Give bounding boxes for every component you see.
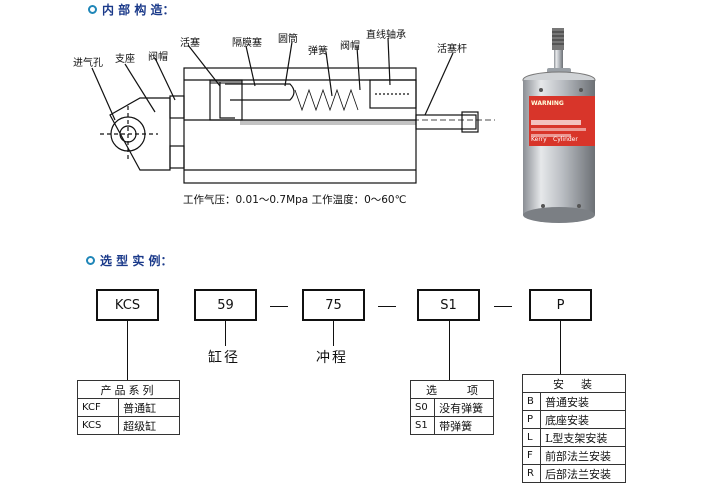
label-valve-cap-2: 阀帽 (340, 41, 360, 52)
section-title-structure: 内 部 构 造： (102, 3, 175, 17)
product-label-brand: Kerry (531, 136, 547, 143)
label-spring: 弹簧 (308, 46, 328, 57)
table-row: KCS 超级缸 (76, 416, 180, 435)
label-valve-cap: 阀帽 (148, 52, 168, 63)
code-box-option: S1 (417, 289, 480, 321)
code-box-model: KCS (96, 289, 159, 321)
table-row: S0 没有弹簧 (409, 398, 494, 417)
product-label-type: Cylinder (553, 136, 578, 143)
label-piston: 活塞 (180, 38, 200, 49)
series-table-header: 产品系列 (77, 380, 180, 399)
connector-line (127, 321, 128, 381)
section-title-selection: 选 型 实 例： (100, 254, 173, 268)
option-table: 选项 S0 没有弹簧 S1 带弹簧 (409, 380, 494, 435)
connector-line (225, 321, 226, 346)
spec-text: 工作气压：0.01～0.7Mpa 工作温度：0～60℃ (183, 194, 407, 206)
code-box-bore: 59 (194, 289, 257, 321)
label-inlet: 进气孔 (73, 58, 103, 69)
series-table: 产品系列 KCF 普通缸 KCS 超级缸 (76, 380, 180, 435)
label-support: 支座 (115, 54, 135, 65)
table-row: S1 带弹簧 (409, 416, 494, 435)
connector-line (333, 321, 334, 346)
caption-stroke: 冲程 (316, 350, 348, 366)
code-box-stroke: 75 (302, 289, 365, 321)
connector-line (560, 321, 561, 374)
connector-line (449, 321, 450, 381)
separator-dash (494, 306, 512, 307)
section-bullet-icon-2 (86, 256, 95, 265)
separator-dash (378, 306, 396, 307)
code-box-mount: P (529, 289, 592, 321)
cylinder-cross-section-diagram (91, 37, 495, 184)
label-linear-bearing: 直线轴承 (366, 30, 406, 41)
label-diaphragm: 隔膜塞 (232, 38, 262, 49)
label-piston-rod: 活塞杆 (437, 44, 467, 55)
table-row: KCF 普通缸 (76, 398, 180, 417)
separator-dash (270, 306, 288, 307)
option-table-header: 选项 (410, 380, 494, 399)
cylinder-product-photo (522, 28, 596, 223)
section-bullet-icon (88, 5, 97, 14)
mount-table-header: 安 装 (522, 374, 626, 393)
caption-bore: 缸径 (208, 350, 240, 366)
product-label-warning: WARNING (531, 100, 564, 107)
label-cylinder: 圆筒 (278, 34, 298, 45)
